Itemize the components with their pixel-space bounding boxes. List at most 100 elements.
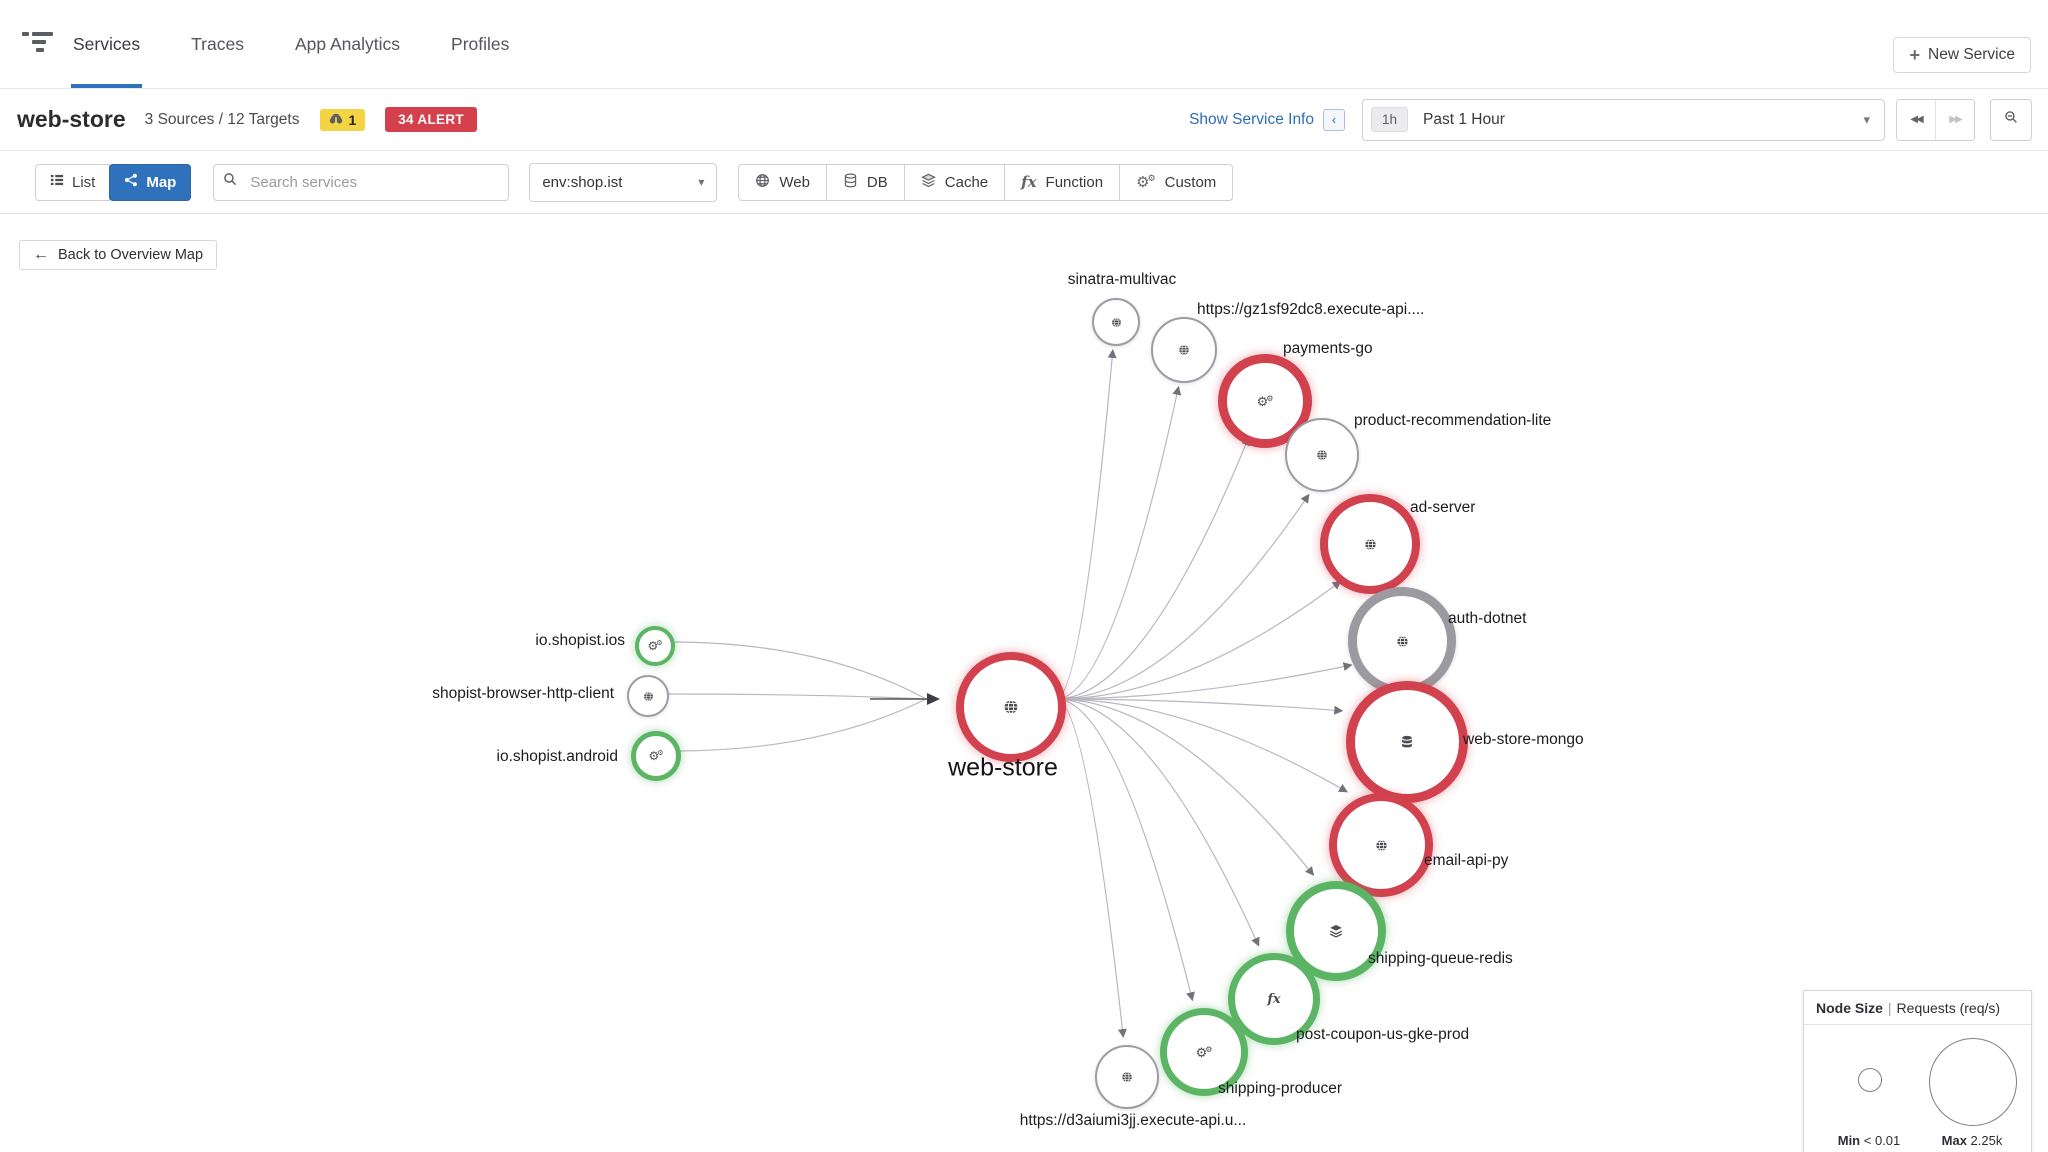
watching-badge[interactable]: 1	[320, 108, 366, 131]
view-toggle: List Map	[35, 163, 192, 201]
service-node-web-store[interactable]	[956, 652, 1066, 762]
service-node-label: shopist-browser-http-client	[432, 685, 614, 702]
legend-title-separator: |	[1887, 1000, 1892, 1016]
db-node-icon	[1400, 735, 1414, 749]
service-node-io-shopist-android[interactable]: ⚙⚙	[631, 731, 681, 781]
back-to-overview-label: Back to Overview Map	[58, 247, 204, 263]
tab-traces[interactable]: Traces	[191, 33, 244, 54]
cache-node-icon	[1329, 924, 1343, 938]
service-node-io-shopist-ios[interactable]: ⚙⚙	[635, 626, 675, 666]
caret-down-icon: ▾	[1863, 111, 1870, 127]
time-range-short: 1h	[1371, 107, 1409, 132]
time-range-picker[interactable]: 1h Past 1 Hour ▾	[1362, 98, 1885, 141]
service-node-label: ad-server	[1410, 499, 1476, 516]
service-node-label: io.shopist.ios	[535, 632, 625, 649]
service-node-shopist-browser-http-client[interactable]	[627, 675, 669, 717]
gears-node-icon: ⚙⚙	[1195, 1044, 1213, 1060]
show-service-info-label: Show Service Info	[1189, 110, 1314, 128]
cache-icon	[920, 173, 936, 192]
service-node-post-coupon-us-gke-prod[interactable]: fx	[1228, 953, 1320, 1045]
service-node-label: io.shopist.android	[496, 748, 619, 765]
db-icon	[843, 173, 858, 192]
globe-node-icon	[1316, 449, 1328, 461]
legend-title: Node Size|Requests (req/s)	[1804, 991, 2031, 1025]
legend-min-circle	[1858, 1068, 1882, 1092]
legend-title-bold: Node Size	[1816, 1000, 1883, 1016]
view-toggle-list[interactable]: List	[35, 163, 111, 201]
top-navbar: Services Traces App Analytics Profiles +…	[0, 0, 2048, 89]
service-node-https-gz1sf92dc8-execute-api-[interactable]	[1151, 317, 1217, 383]
globe-node-icon	[1364, 538, 1377, 551]
type-button-cache[interactable]: Cache	[904, 163, 1006, 201]
service-node-web-store-mongo[interactable]	[1346, 681, 1468, 803]
legend-max-label: Max 2.25k	[1941, 1133, 2003, 1148]
globe-node-icon	[643, 691, 654, 702]
service-node-ad-server[interactable]	[1320, 494, 1420, 594]
service-node-label: payments-go	[1283, 340, 1373, 357]
globe-icon	[755, 173, 770, 192]
time-shift-forward-button[interactable]: ▶▶	[1936, 99, 1974, 140]
service-node-product-recommendation-lite[interactable]	[1285, 418, 1359, 492]
service-node-https-d3aiumi3jj-execute-api-u-[interactable]	[1095, 1045, 1159, 1109]
gears-icon: ⚙⚙	[1136, 172, 1156, 191]
back-to-overview-button[interactable]: ← Back to Overview Map	[19, 240, 218, 270]
service-node-label: sinatra-multivac	[1067, 271, 1177, 288]
service-node-label: web-store	[948, 753, 1058, 782]
globe-node-icon	[1121, 1071, 1133, 1083]
chevron-left-icon: ‹	[1323, 108, 1345, 131]
new-service-button[interactable]: + New Service	[1893, 37, 2031, 73]
env-filter-dropdown[interactable]: env:shop.ist ▾	[529, 162, 718, 202]
service-node-sinatra-multivac[interactable]	[1092, 298, 1140, 346]
time-shift-buttons: ◀◀ ▶▶	[1896, 98, 1975, 141]
watching-count: 1	[348, 111, 357, 128]
type-button-label: Function	[1045, 173, 1104, 191]
type-button-label: DB	[866, 173, 888, 191]
back-arrow-icon: ←	[33, 246, 49, 263]
type-button-db[interactable]: DB	[826, 163, 905, 201]
service-node-label: shipping-producer	[1218, 1080, 1343, 1097]
new-service-label: New Service	[1928, 46, 2015, 63]
gears-node-icon: ⚙⚙	[648, 749, 664, 763]
list-label: List	[72, 173, 96, 191]
alert-badge[interactable]: 34 ALERT	[385, 107, 477, 132]
globe-node-icon	[1375, 839, 1388, 852]
service-node-label: web-store-mongo	[1463, 731, 1584, 748]
tab-app-analytics[interactable]: App Analytics	[294, 33, 401, 54]
apm-tree-icon[interactable]	[22, 32, 54, 56]
show-service-info-link[interactable]: Show Service Info ‹	[1189, 108, 1345, 131]
tab-services[interactable]: Services	[70, 0, 143, 88]
tab-profiles[interactable]: Profiles	[451, 33, 510, 54]
search-services	[213, 163, 510, 201]
time-range-label: Past 1 Hour	[1423, 110, 1505, 128]
service-node-shipping-producer[interactable]: ⚙⚙	[1160, 1008, 1248, 1096]
header-right-controls: Show Service Info ‹ 1h Past 1 Hour ▾ ◀◀ …	[1189, 98, 2032, 141]
zoom-out-button[interactable]	[1990, 98, 2032, 141]
globe-node-icon	[1396, 635, 1409, 648]
gears-node-icon: ⚙⚙	[647, 639, 663, 653]
function-icon: fx	[1021, 172, 1037, 191]
legend-title-rest: Requests (req/s)	[1896, 1000, 2001, 1016]
service-node-label: https://gz1sf92dc8.execute-api....	[1197, 301, 1425, 318]
page-title: web-store	[17, 106, 126, 132]
service-node-email-api-py[interactable]	[1329, 793, 1433, 897]
type-button-web[interactable]: Web	[738, 163, 827, 201]
sources-targets-meta: 3 Sources / 12 Targets	[144, 110, 300, 128]
view-toggle-map[interactable]: Map	[109, 163, 192, 201]
search-services-input[interactable]	[213, 163, 510, 201]
type-button-custom[interactable]: ⚙⚙Custom	[1120, 163, 1234, 201]
type-button-function[interactable]: fx Function	[1005, 163, 1121, 201]
service-node-auth-dotnet[interactable]	[1348, 587, 1456, 695]
time-shift-back-button[interactable]: ◀◀	[1897, 99, 1936, 140]
globe-node-icon	[1178, 344, 1190, 356]
search-icon	[223, 172, 237, 191]
function-node-icon: fx	[1267, 991, 1281, 1007]
globe-node-icon	[1003, 699, 1019, 715]
service-node-label: post-coupon-us-gke-prod	[1296, 1026, 1470, 1043]
service-node-label: https://d3aiumi3jj.execute-api.u...	[1019, 1112, 1247, 1129]
service-node-label: product-recommendation-lite	[1354, 412, 1552, 429]
caret-down-icon: ▾	[698, 175, 705, 189]
nav-tabs: Services Traces App Analytics Profiles	[70, 0, 510, 88]
